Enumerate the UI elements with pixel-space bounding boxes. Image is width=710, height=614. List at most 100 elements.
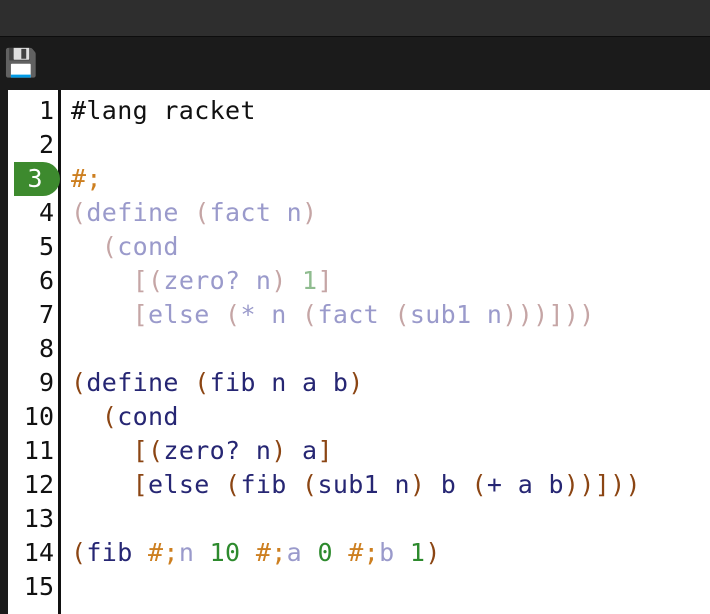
line-number[interactable]: 14: [23, 538, 54, 567]
code-line[interactable]: 1 #lang racket: [0, 94, 710, 128]
code-token: define: [86, 368, 195, 397]
code-line[interactable]: 15: [0, 570, 710, 604]
code-line-text[interactable]: #;: [71, 162, 102, 196]
code-token: 1: [409, 538, 426, 567]
code-token: fact n: [209, 198, 303, 227]
code-token: define: [86, 198, 195, 227]
code-token: (: [71, 538, 87, 567]
code-token: (: [471, 470, 487, 499]
code-token: (: [71, 368, 87, 397]
code-token: (: [302, 300, 318, 329]
code-token: else: [148, 300, 226, 329]
window-titlebar: [0, 0, 710, 36]
code-token: [333, 538, 348, 567]
code-line[interactable]: 12 [else (fib (sub1 n) b (+ a b))])): [0, 468, 710, 502]
code-token: ): [425, 538, 441, 567]
code-token: ]: [317, 436, 333, 465]
code-token: (: [194, 198, 210, 227]
code-token: [71, 300, 133, 329]
code-token: [71, 232, 102, 261]
code-token: [71, 402, 102, 431]
code-line[interactable]: 10 (cond: [0, 400, 710, 434]
line-number[interactable]: 4: [38, 198, 54, 227]
gutter-separator-rule: [58, 90, 61, 614]
code-token: ]: [317, 266, 333, 295]
code-line[interactable]: 9(define (fib n a b): [0, 366, 710, 400]
code-token: [: [132, 470, 149, 499]
code-token: ): [409, 470, 441, 499]
code-token: n: [178, 538, 195, 567]
code-token: + a b: [486, 470, 564, 499]
code-token: #;: [255, 538, 287, 567]
line-number[interactable]: 11: [23, 436, 54, 465]
code-line-text[interactable]: #lang racket: [71, 94, 256, 128]
code-line-text[interactable]: [(zero? n) 1]: [71, 264, 333, 298]
code-token: )))])): [502, 300, 611, 329]
code-line-text[interactable]: [(zero? n) a]: [71, 434, 333, 468]
code-token: 0: [317, 538, 333, 567]
code-line[interactable]: 4(define (fact n): [0, 196, 710, 230]
code-line[interactable]: 13: [0, 502, 710, 536]
code-token: [71, 436, 133, 465]
code-token: else: [148, 470, 226, 499]
code-token: zero? n: [163, 266, 272, 295]
code-token: (: [101, 402, 118, 431]
code-token: (: [101, 232, 118, 261]
code-line-text[interactable]: (define (fact n): [71, 196, 317, 230]
code-token: sub1 n: [409, 300, 503, 329]
code-line[interactable]: 7 [else (* n (fact (sub1 n)))])): [0, 298, 710, 332]
code-token: (: [225, 470, 241, 499]
floppy-disk-save-icon[interactable]: 💾: [4, 47, 38, 79]
code-token: ): [271, 266, 303, 295]
code-line-text[interactable]: [else (* n (fact (sub1 n)))])): [71, 298, 610, 332]
line-number[interactable]: 8: [38, 334, 54, 363]
code-line[interactable]: 2: [0, 128, 710, 162]
code-token: (: [225, 300, 241, 329]
line-number[interactable]: 10: [23, 402, 54, 431]
code-line-text[interactable]: (cond: [71, 400, 179, 434]
line-number[interactable]: 2: [38, 130, 54, 159]
code-token: [(: [132, 436, 164, 465]
code-line[interactable]: 6 [(zero? n) 1]: [0, 264, 710, 298]
code-line-text[interactable]: (define (fib n a b): [71, 366, 364, 400]
code-line[interactable]: 14(fib #;n 10 #;a 0 #;b 1): [0, 536, 710, 570]
code-token: ))])): [563, 470, 657, 499]
code-token: (: [71, 198, 87, 227]
code-token: ): [302, 198, 318, 227]
code-token: [302, 538, 317, 567]
editor-left-edge: [0, 90, 8, 614]
code-line[interactable]: 5 (cond: [0, 230, 710, 264]
code-token: [240, 538, 255, 567]
code-token: a: [286, 538, 303, 567]
code-token: (: [194, 368, 210, 397]
code-token: cond: [117, 402, 179, 431]
code-token: b: [440, 470, 472, 499]
code-line[interactable]: 3 #;: [0, 162, 710, 196]
line-number[interactable]: 7: [38, 300, 54, 329]
editor-toolbar: 💾: [0, 36, 710, 91]
code-line-text[interactable]: [else (fib (sub1 n) b (+ a b))])): [71, 468, 656, 502]
code-line[interactable]: 11 [(zero? n) a]: [0, 434, 710, 468]
line-number[interactable]: 15: [23, 572, 54, 601]
code-token: fib n a b: [209, 368, 349, 397]
code-token: #;: [348, 538, 380, 567]
code-token: * n: [240, 300, 303, 329]
code-token: [194, 538, 209, 567]
code-token: fib: [86, 538, 149, 567]
code-token: 10: [209, 538, 241, 567]
line-number[interactable]: 9: [38, 368, 54, 397]
code-line-text[interactable]: (fib #;n 10 #;a 0 #;b 1): [71, 536, 441, 570]
code-token: [(: [132, 266, 164, 295]
line-number[interactable]: 13: [23, 504, 54, 533]
code-line[interactable]: 8: [0, 332, 710, 366]
line-number[interactable]: 6: [38, 266, 54, 295]
line-number[interactable]: 12: [23, 470, 54, 499]
line-number-current[interactable]: 3: [14, 162, 60, 196]
code-line-text[interactable]: (cond: [71, 230, 179, 264]
line-number[interactable]: 1: [38, 96, 54, 125]
line-number[interactable]: 5: [38, 232, 54, 261]
code-token: b: [379, 538, 395, 567]
code-token: (: [394, 300, 410, 329]
code-token: ): [348, 368, 364, 397]
